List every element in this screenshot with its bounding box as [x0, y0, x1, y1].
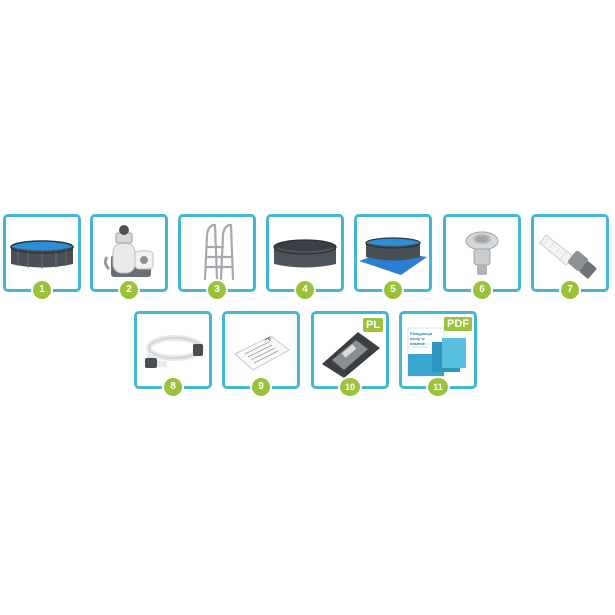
- hose-icon: [145, 335, 204, 368]
- item-tile-pdf-guide[interactable]: Pielęgnacja wody w basenie PDF 11: [399, 311, 477, 396]
- item-number-badge: 8: [164, 378, 182, 396]
- item-number-badge: 5: [384, 281, 402, 299]
- guide-title: Pielęgnacja wody w basenie: [410, 331, 433, 346]
- sand-filter-pump-icon: [103, 225, 154, 277]
- item-number-badge: 9: [252, 378, 270, 396]
- ground-cloth-icon: [359, 237, 427, 275]
- item-tile-sand-filter-pump[interactable]: 2: [90, 214, 168, 299]
- item-number-badge: 10: [340, 378, 360, 396]
- item-tile-pool[interactable]: 1: [3, 214, 81, 299]
- item-number-badge: 1: [33, 281, 51, 299]
- item-tile-skimmer-inlet[interactable]: 6: [443, 214, 521, 299]
- instruction-manual-icon: [234, 335, 290, 371]
- item-tile-hose[interactable]: 8: [134, 311, 212, 396]
- pool-cover-icon: [273, 239, 337, 268]
- ladder-icon: [203, 223, 235, 281]
- item-tile-instruction-manual[interactable]: 9: [222, 311, 300, 396]
- item-number-badge: 3: [208, 281, 226, 299]
- pdf-guide-icon: [407, 327, 466, 377]
- item-tile-hose-connector[interactable]: 7: [531, 214, 609, 299]
- format-tag: PDF: [444, 317, 472, 331]
- item-tile-ground-cloth[interactable]: 5: [354, 214, 432, 299]
- skimmer-inlet-icon: [465, 231, 499, 275]
- item-number-badge: 6: [473, 281, 491, 299]
- item-number-badge: 7: [561, 281, 579, 299]
- polish-manual-icon: [322, 332, 380, 378]
- item-tile-pool-cover[interactable]: 4: [266, 214, 344, 299]
- language-tag: PL: [362, 318, 383, 332]
- item-tile-polish-manual[interactable]: PL 10: [311, 311, 389, 396]
- item-number-badge: 2: [120, 281, 138, 299]
- item-number-badge: 11: [428, 378, 448, 396]
- item-tile-ladder[interactable]: 3: [178, 214, 256, 299]
- pool-icon: [10, 240, 74, 269]
- item-number-badge: 4: [296, 281, 314, 299]
- hose-connector-icon: [539, 234, 597, 279]
